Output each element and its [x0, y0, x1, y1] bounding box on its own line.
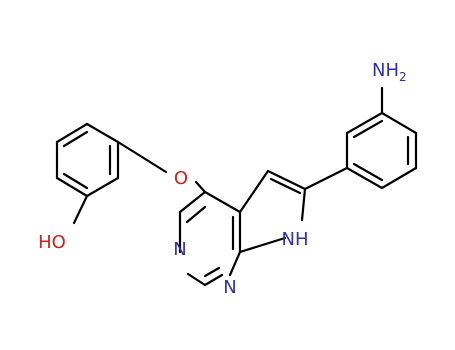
hydroxyl-label: HO [38, 232, 66, 253]
aromatic-inner-bond [352, 119, 384, 139]
aromatic-inner-bond [185, 205, 207, 224]
bond [266, 169, 307, 191]
aniline-ring [303, 86, 418, 191]
bond [303, 166, 349, 191]
bond [178, 190, 207, 214]
aromatic-inner-bond [352, 162, 384, 182]
phenol-ring [55, 122, 120, 225]
pyrimidine-n3-label: N [223, 277, 236, 298]
bond [203, 190, 242, 214]
pyrrole-nh-label: NH [282, 229, 309, 250]
bond [345, 111, 384, 135]
aromatic-inner-bond [269, 177, 302, 195]
bond [238, 236, 287, 254]
bond [55, 176, 89, 198]
ether-linkage [116, 140, 207, 194]
amine-nitrogen-label: NH2 [372, 60, 407, 84]
aromatic-inner-bond [203, 266, 221, 278]
bond [380, 166, 418, 190]
pyrimidine-n1-label: N [173, 239, 186, 260]
pyrrole-ring [238, 169, 307, 254]
bond [55, 122, 89, 144]
bond [85, 122, 120, 144]
bond [300, 187, 307, 222]
bond [203, 273, 224, 287]
bond [85, 176, 120, 198]
bond [116, 140, 168, 174]
bond [238, 169, 270, 214]
pyrimidine-ring [178, 190, 242, 287]
ether-oxygen-label: O [174, 168, 188, 189]
bond [186, 272, 207, 287]
bond [380, 111, 418, 135]
bond [228, 250, 242, 277]
bond [194, 180, 207, 194]
bond [345, 166, 384, 190]
oh-bond [72, 194, 89, 225]
aromatic-inner-bond [62, 130, 89, 148]
aromatic-inner-bond [62, 172, 89, 190]
